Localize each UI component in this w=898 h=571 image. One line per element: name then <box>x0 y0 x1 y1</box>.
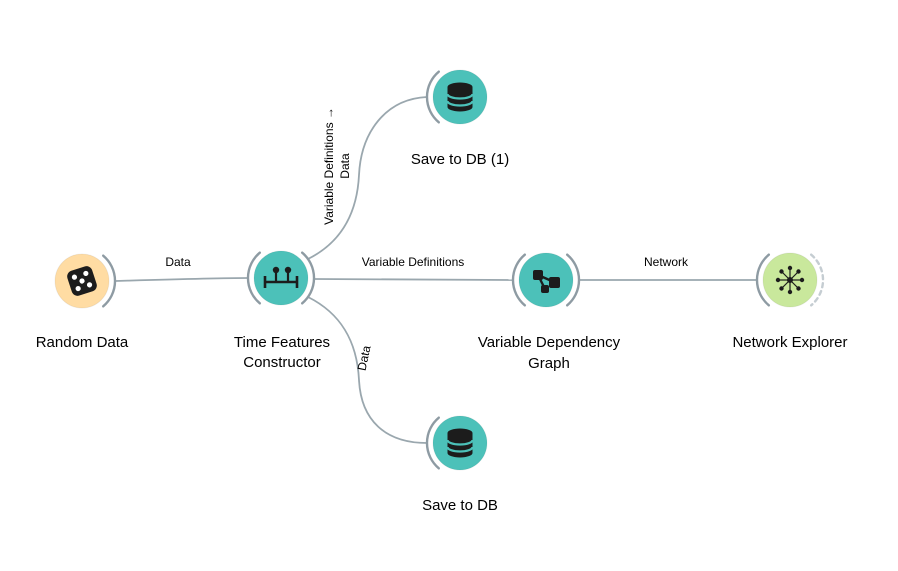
output-port-arc[interactable] <box>810 253 825 307</box>
timeline-branch-icon <box>263 266 299 288</box>
input-port-arc[interactable] <box>511 253 526 307</box>
link-time-features-to-save-to-db: Data <box>307 296 428 444</box>
link-variable-dependency-graph-to-network-explorer: Network <box>579 255 757 281</box>
link-label: Variable Definitions <box>362 255 465 269</box>
node-save-to-db[interactable]: Save to DB <box>422 415 498 514</box>
node-label: Constructor <box>243 354 321 371</box>
network-graph-icon <box>775 265 805 295</box>
link-label: Data <box>338 153 352 179</box>
input-port-arc[interactable] <box>246 251 261 305</box>
dice-icon <box>67 266 97 296</box>
link-line[interactable] <box>307 96 428 260</box>
link-time-features-to-save-to-db-1: Variable Definitions → Data <box>307 96 428 260</box>
node-random-data[interactable]: Random Data <box>36 253 129 351</box>
link-label: Data <box>355 344 374 372</box>
node-circle[interactable] <box>253 250 309 306</box>
node-label: Random Data <box>36 334 129 351</box>
link-label: Network <box>644 255 689 269</box>
node-label: Variable Dependency <box>478 334 621 351</box>
output-port-arc[interactable] <box>301 251 316 305</box>
node-variable-dependency-graph[interactable]: Variable Dependency Graph <box>478 252 621 372</box>
node-network-explorer[interactable]: Network Explorer <box>732 252 848 351</box>
link-time-features-to-variable-dependency-graph: Variable Definitions <box>313 255 514 281</box>
input-port-arc[interactable] <box>425 416 440 470</box>
input-port-arc[interactable] <box>755 253 770 307</box>
node-label: Network Explorer <box>732 334 847 351</box>
node-circle[interactable] <box>518 252 574 308</box>
link-label: Variable Definitions → <box>322 107 336 225</box>
node-label: Save to DB <box>422 497 498 514</box>
node-time-features-constructor[interactable]: Time Features Constructor <box>234 250 330 371</box>
input-port-arc[interactable] <box>425 70 440 124</box>
link-line[interactable] <box>114 277 249 282</box>
node-save-to-db-1[interactable]: Save to DB (1) <box>411 69 509 168</box>
database-icon <box>446 428 474 458</box>
link-line[interactable] <box>307 296 428 444</box>
link-line[interactable] <box>313 278 514 281</box>
node-label: Save to DB (1) <box>411 151 509 168</box>
dependency-graph-icon <box>533 270 560 293</box>
output-port-arc[interactable] <box>102 254 117 308</box>
link-label: Data <box>165 255 191 269</box>
database-icon <box>446 82 474 112</box>
node-label: Graph <box>528 355 570 372</box>
link-random-data-to-time-features: Data <box>114 255 249 282</box>
node-label: Time Features <box>234 334 330 351</box>
output-port-arc[interactable] <box>566 253 581 307</box>
